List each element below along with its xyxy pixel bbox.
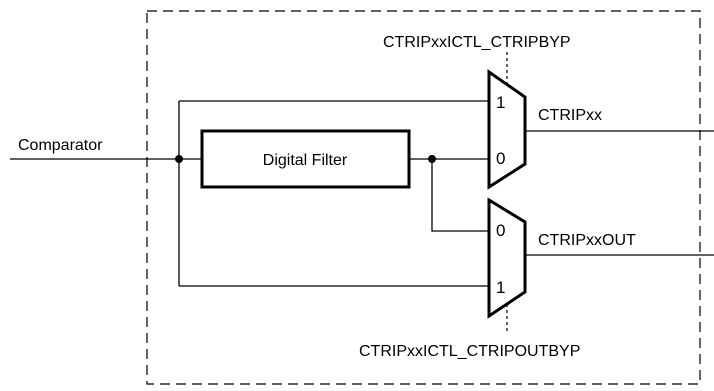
mux-top-select-label: CTRIPxxICTL_CTRIPBYP [383,34,571,51]
digital-filter-label: Digital Filter [263,152,348,169]
module-boundary [146,10,701,385]
mux-top [487,69,527,190]
mux-bottom-output-label: CTRIPxxOUT [538,232,636,249]
mux-top-output-label: CTRIPxx [538,107,602,124]
mux-top-input-0: 0 [496,149,505,168]
mux-bottom-input-1: 1 [496,278,505,297]
mux-bottom-input-0: 0 [496,221,505,240]
mux-bottom [487,197,527,319]
mux-top-input-1: 1 [496,93,505,112]
input-label: Comparator [18,137,103,154]
mux-bottom-select-label: CTRIPxxICTL_CTRIPOUTBYP [359,343,580,360]
digital-filter-block [200,129,411,189]
filter-to-bottom-mux-wire [431,159,489,232]
